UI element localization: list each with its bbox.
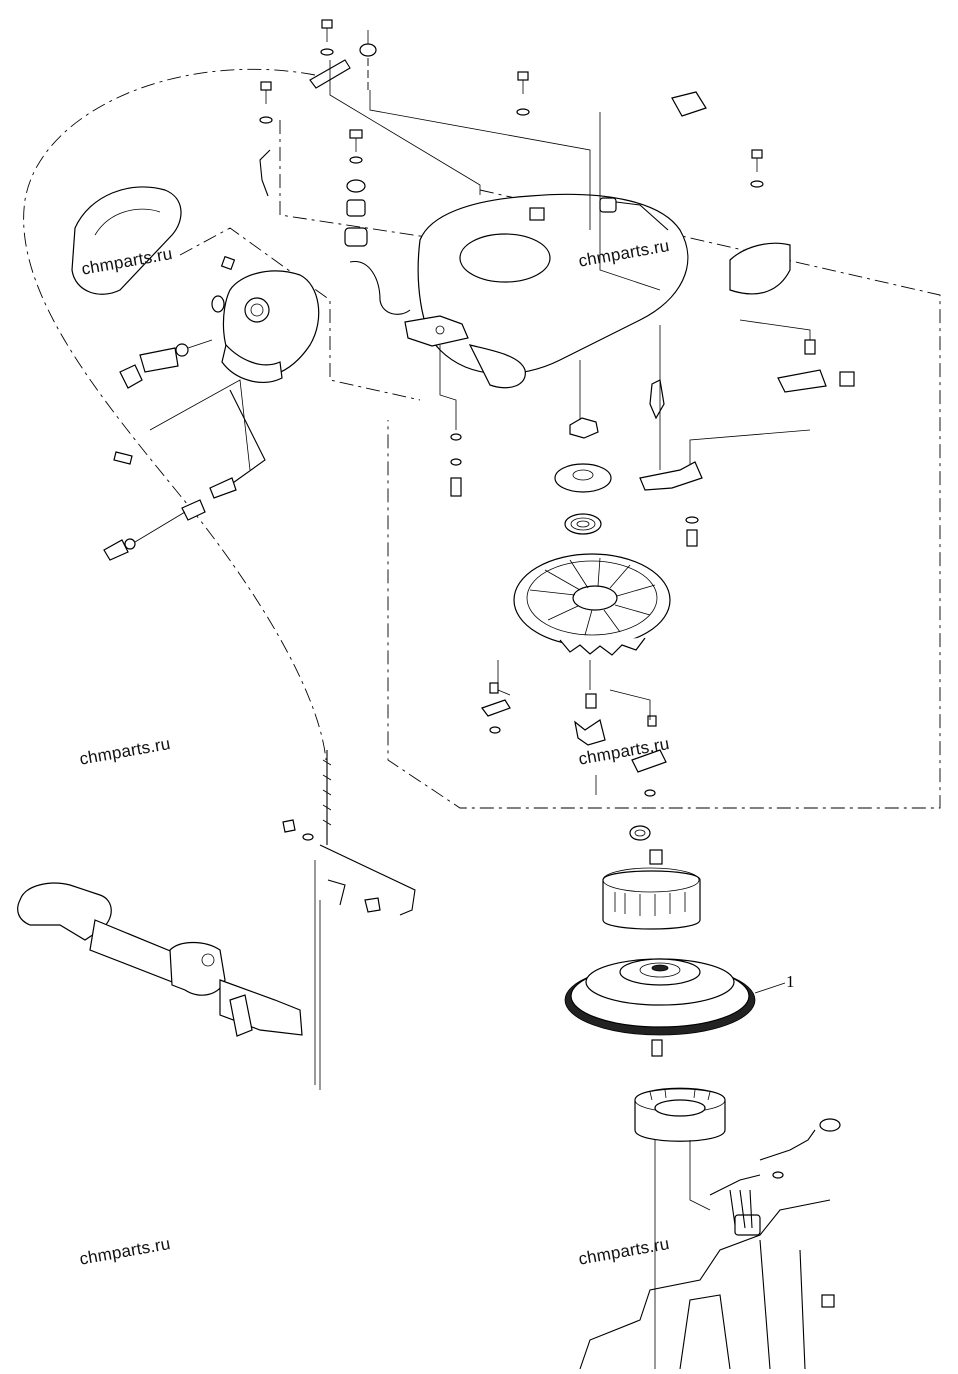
starter-pulley-stack (554, 417, 612, 535)
dashed-outline-top (279, 120, 481, 246)
right-bolt-washer (516, 71, 530, 116)
left-bolt-washer (259, 81, 273, 124)
stator (634, 1039, 726, 1142)
throttle-cable (103, 389, 266, 561)
center-bolt-stack (344, 129, 368, 247)
leader-lines (149, 60, 811, 1369)
recoil-reel (513, 553, 671, 656)
dashed-outline-right-box (387, 189, 941, 809)
dashed-inner-connection (179, 227, 421, 401)
throttle-rod (282, 750, 416, 916)
lever-parts (450, 339, 855, 547)
part-callout-number: 1 (786, 972, 795, 991)
side-cover (211, 255, 320, 383)
engine-block (579, 1118, 841, 1370)
far-right-bolt-washer (750, 149, 764, 188)
flywheel-nut-washer (602, 825, 701, 930)
mounting-bracket (349, 261, 469, 347)
start-switch-parts (113, 339, 213, 465)
rubber-grip (71, 186, 182, 295)
throttle-shaft (17, 882, 303, 1037)
clip-plate (671, 91, 707, 117)
pawl-parts (481, 682, 667, 797)
dashed-outline-left-arc (23, 68, 327, 761)
recoil-starter-housing (417, 193, 791, 389)
link-rod (259, 149, 271, 197)
top-bolt-stack (309, 19, 377, 90)
flywheel (564, 958, 786, 1036)
